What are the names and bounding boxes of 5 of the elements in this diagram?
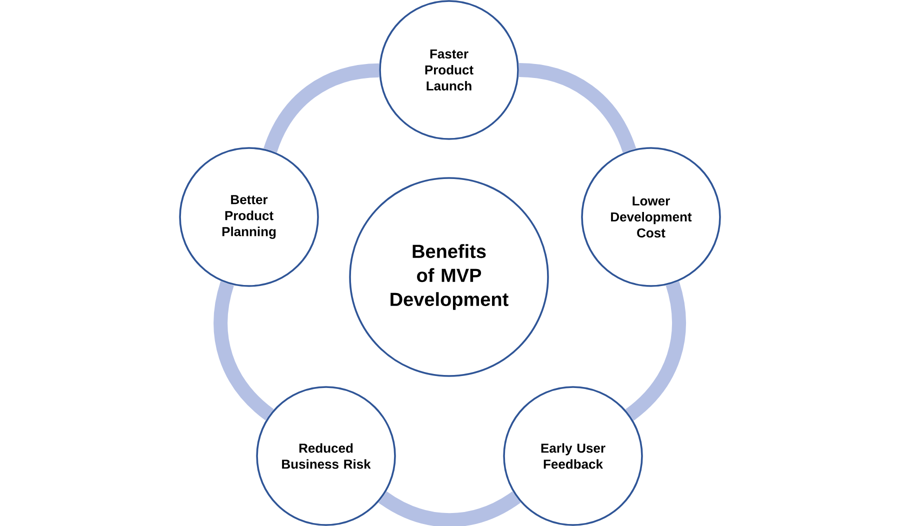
ring-segment — [214, 282, 274, 420]
ring-segment — [625, 282, 686, 420]
ring-segment — [264, 63, 380, 153]
ring-segment — [518, 63, 636, 153]
ring-segment — [378, 491, 520, 526]
